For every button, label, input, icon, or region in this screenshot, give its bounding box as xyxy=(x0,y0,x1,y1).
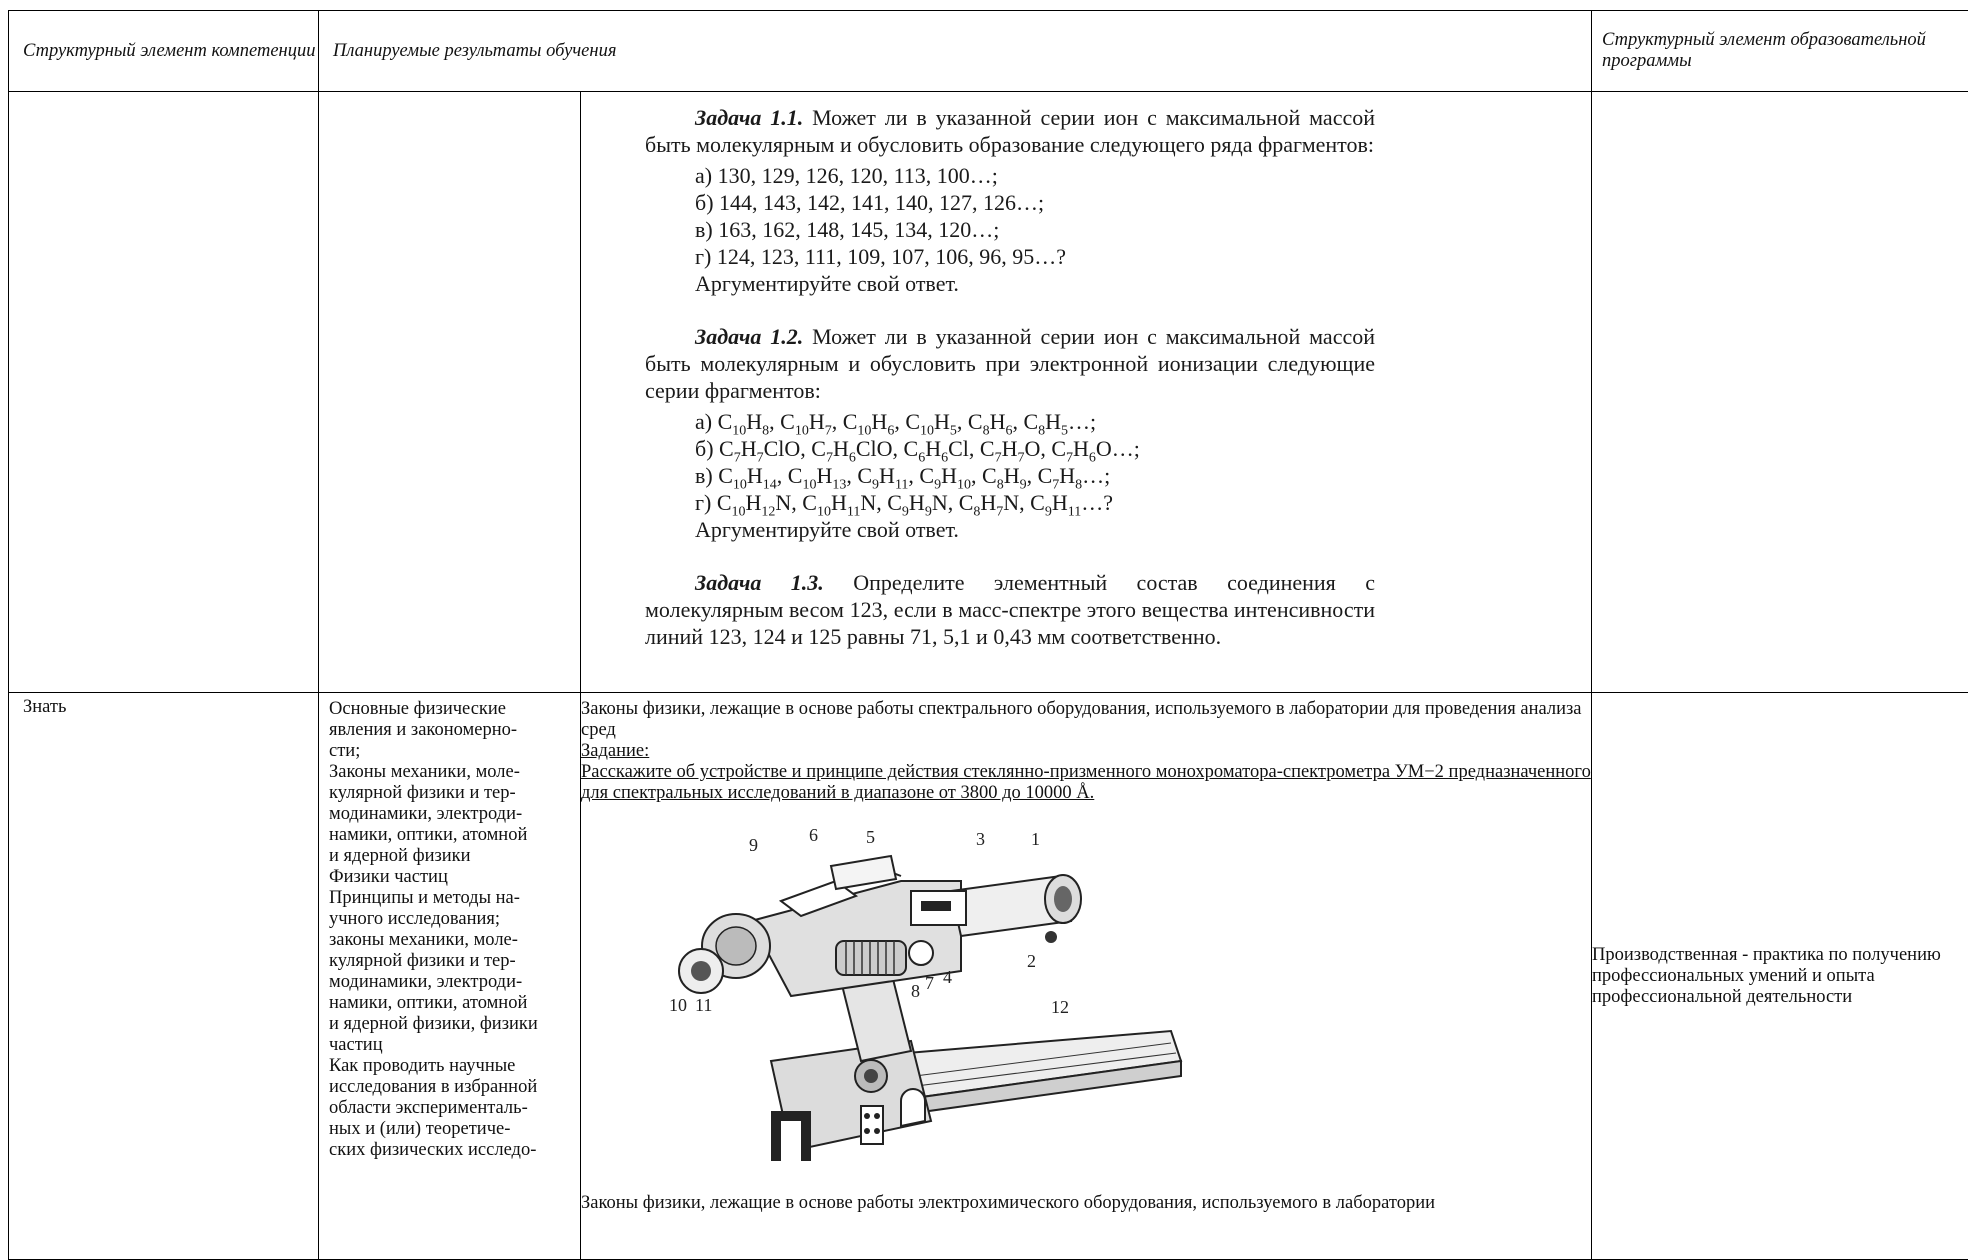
figure-label: 7 xyxy=(925,973,934,993)
task-label: Задание: xyxy=(581,741,1591,762)
header-competence-element: Структурный элемент компетенции xyxy=(9,11,319,92)
list-item: а) C10H8, C10H7, C10H6, C10H5, C8H6, C8H… xyxy=(695,408,1375,435)
figure-label: 11 xyxy=(695,995,712,1015)
task-1-1-options: а) 130, 129, 126, 120, 113, 100…; б) 144… xyxy=(645,162,1375,297)
task-title: Задача 1.1. xyxy=(695,105,803,130)
outcome-line: сти; xyxy=(329,741,574,762)
tasks-scan: Задача 1.1. Может ли в указанной серии и… xyxy=(645,104,1375,650)
outcome-line: ных и (или) теоретиче- xyxy=(329,1119,574,1140)
outcome-line: исследования в избранной xyxy=(329,1077,574,1098)
empty-cell xyxy=(319,92,581,693)
task-1-1: Задача 1.1. Может ли в указанной серии и… xyxy=(645,104,1375,158)
outcome-line: намики, оптики, атомной xyxy=(329,993,574,1014)
competence-know-label: Знать xyxy=(9,693,319,1260)
figure-label: 8 xyxy=(911,981,920,1001)
list-item: в) C10H14, C10H13, C9H11, C9H10, C8H9, C… xyxy=(695,462,1375,489)
task-text: Расскажите об устройстве и принципе дейс… xyxy=(581,762,1591,804)
list-item: б) 144, 143, 142, 141, 140, 127, 126…; xyxy=(695,189,1375,216)
program-element-cell: Производственная - практика по получению… xyxy=(1592,693,1968,1260)
outcome-line: кулярной физики и тер- xyxy=(329,951,574,972)
outcome-line: Как проводить научные xyxy=(329,1056,574,1077)
figure-label: 5 xyxy=(866,827,875,847)
outcome-line: модинамики, электроди- xyxy=(329,972,574,993)
figure-label: 9 xyxy=(749,835,758,855)
assessment-intro: Законы физики, лежащие в основе работы с… xyxy=(581,699,1591,741)
outcome-line: области эксперименталь- xyxy=(329,1098,574,1119)
outcome-line: Физики частиц xyxy=(329,867,574,888)
outcome-line: учного исследования; xyxy=(329,909,574,930)
outcome-line: намики, оптики, атомной xyxy=(329,825,574,846)
monochromator-illustration: 9 6 5 3 1 2 10 11 8 7 4 12 xyxy=(661,821,1221,1181)
figure-label: 1 xyxy=(1031,829,1040,849)
list-item: Аргументируйте свой ответ. xyxy=(695,516,1375,543)
assessment-bottom: Законы физики, лежащие в основе работы э… xyxy=(581,1193,1435,1214)
task-1-2: Задача 1.2. Может ли в указанной серии и… xyxy=(645,323,1375,404)
outcome-line: и ядерной физики xyxy=(329,846,574,867)
task-1-3: Задача 1.3. Определите элементный состав… xyxy=(645,569,1375,650)
header-program-element: Структурный элемент образовательной прог… xyxy=(1592,11,1968,92)
empty-cell xyxy=(9,92,319,693)
tasks-cell: Задача 1.1. Может ли в указанной серии и… xyxy=(581,92,1592,693)
table-row: Задача 1.1. Может ли в указанной серии и… xyxy=(9,92,1968,693)
outcome-line: ских физических исследо- xyxy=(329,1140,574,1161)
outcome-line: кулярной физики и тер- xyxy=(329,783,574,804)
outcome-line: Законы механики, моле- xyxy=(329,762,574,783)
figure-label: 4 xyxy=(943,967,952,987)
outcome-line: частиц xyxy=(329,1035,574,1056)
outcome-line: модинамики, электроди- xyxy=(329,804,574,825)
task-1-2-options: а) C10H8, C10H7, C10H6, C10H5, C8H6, C8H… xyxy=(645,408,1375,543)
figure-label: 10 xyxy=(669,995,687,1015)
outcome-line: явления и закономерно- xyxy=(329,720,574,741)
competence-table: Структурный элемент компетенции Планируе… xyxy=(8,10,1968,1260)
list-item: а) 130, 129, 126, 120, 113, 100…; xyxy=(695,162,1375,189)
outcome-line: и ядерной физики, физики xyxy=(329,1014,574,1035)
header-learning-outcomes: Планируемые результаты обучения xyxy=(319,11,1592,92)
figure-label: 6 xyxy=(809,825,818,845)
outcome-line: Основные физические xyxy=(329,699,574,720)
list-item: Аргументируйте свой ответ. xyxy=(695,270,1375,297)
assessment-cell: Законы физики, лежащие в основе работы с… xyxy=(581,693,1592,1260)
figure-label: 12 xyxy=(1051,997,1069,1017)
list-item: б) C7H7ClO, C7H6ClO, C6H6Cl, C7H7O, C7H6… xyxy=(695,435,1375,462)
task-title: Задача 1.3. xyxy=(695,570,824,595)
figure-label: 2 xyxy=(1027,951,1036,971)
empty-cell xyxy=(1592,92,1968,693)
list-item: г) C10H12N, C10H11N, C9H9N, C8H7N, C9H11… xyxy=(695,489,1375,516)
list-item: в) 163, 162, 148, 145, 134, 120…; xyxy=(695,216,1375,243)
outcome-line: законы механики, моле- xyxy=(329,930,574,951)
list-item: г) 124, 123, 111, 109, 107, 106, 96, 95…… xyxy=(695,243,1375,270)
outcome-line: Принципы и методы на- xyxy=(329,888,574,909)
figure-label: 3 xyxy=(976,829,985,849)
table-header-row: Структурный элемент компетенции Планируе… xyxy=(9,11,1968,92)
task-title: Задача 1.2. xyxy=(695,324,803,349)
